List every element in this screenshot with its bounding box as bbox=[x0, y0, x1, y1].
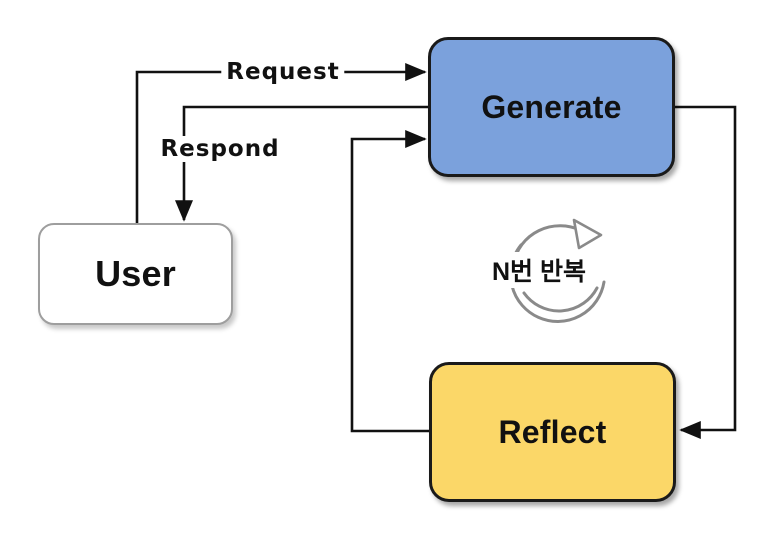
respond-edge-label: Respond bbox=[155, 136, 285, 162]
repeat-count-label: N번 반복 bbox=[488, 252, 590, 288]
respond-arrow bbox=[175, 105, 429, 222]
node-generate: Generate bbox=[428, 37, 675, 177]
node-reflect: Reflect bbox=[429, 362, 676, 502]
request-edge-label: Request bbox=[221, 59, 345, 85]
generate-to-reflect-arrow bbox=[674, 105, 737, 439]
node-generate-label: Generate bbox=[481, 88, 622, 125]
node-user-label: User bbox=[95, 253, 176, 294]
node-user: User bbox=[38, 223, 233, 325]
reflect-to-generate-arrow bbox=[350, 130, 430, 433]
node-reflect-label: Reflect bbox=[498, 413, 607, 450]
